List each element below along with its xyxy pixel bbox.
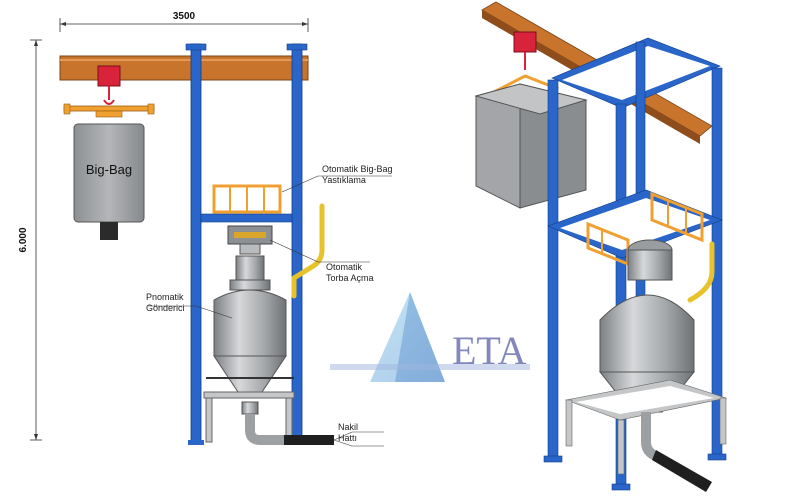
squeezing-label-line1: Otomatik Big-Bag [322, 164, 393, 174]
leader-lines [148, 175, 392, 447]
height-dimension-label: 6.000 [18, 227, 29, 252]
opening-label-line1: Otomatik [326, 262, 363, 272]
iso-hoist-icon [513, 31, 537, 70]
bag-squeezing-unit [227, 225, 273, 255]
iso-big-bag-icon [474, 83, 588, 209]
base-frame [203, 391, 295, 443]
opening-label-line2: Torba Açma [326, 273, 374, 283]
air-pipe [291, 203, 325, 299]
lifting-frame [63, 103, 155, 118]
sender-label-line1: Pnomatik [146, 292, 184, 302]
width-dimension: 3500 [59, 11, 309, 32]
hoist-icon [97, 65, 121, 105]
width-dimension-label: 3500 [173, 11, 196, 22]
front-elevation-view: 3500 6.000 [18, 11, 393, 447]
conveying-line [241, 401, 334, 445]
isometric-view [474, 1, 728, 492]
iso-support-frame [543, 37, 727, 491]
safety-railing [212, 184, 282, 214]
pneumatic-vessel-icon [206, 255, 294, 393]
line-label-line1: Nakil [338, 422, 358, 432]
big-bag-icon: Big-Bag [73, 123, 145, 240]
eta-logo: ETA [330, 292, 530, 382]
line-label-line2: Hattı [338, 433, 357, 443]
iso-conveying-line [641, 412, 712, 492]
squeezing-label-line2: Yastıklama [322, 175, 366, 185]
big-bag-label: Big-Bag [86, 162, 132, 177]
iso-base-frame [564, 379, 728, 475]
height-dimension: 6.000 [18, 39, 42, 441]
sender-label-line2: Gönderici [146, 303, 185, 313]
logo-text: ETA [452, 328, 527, 373]
